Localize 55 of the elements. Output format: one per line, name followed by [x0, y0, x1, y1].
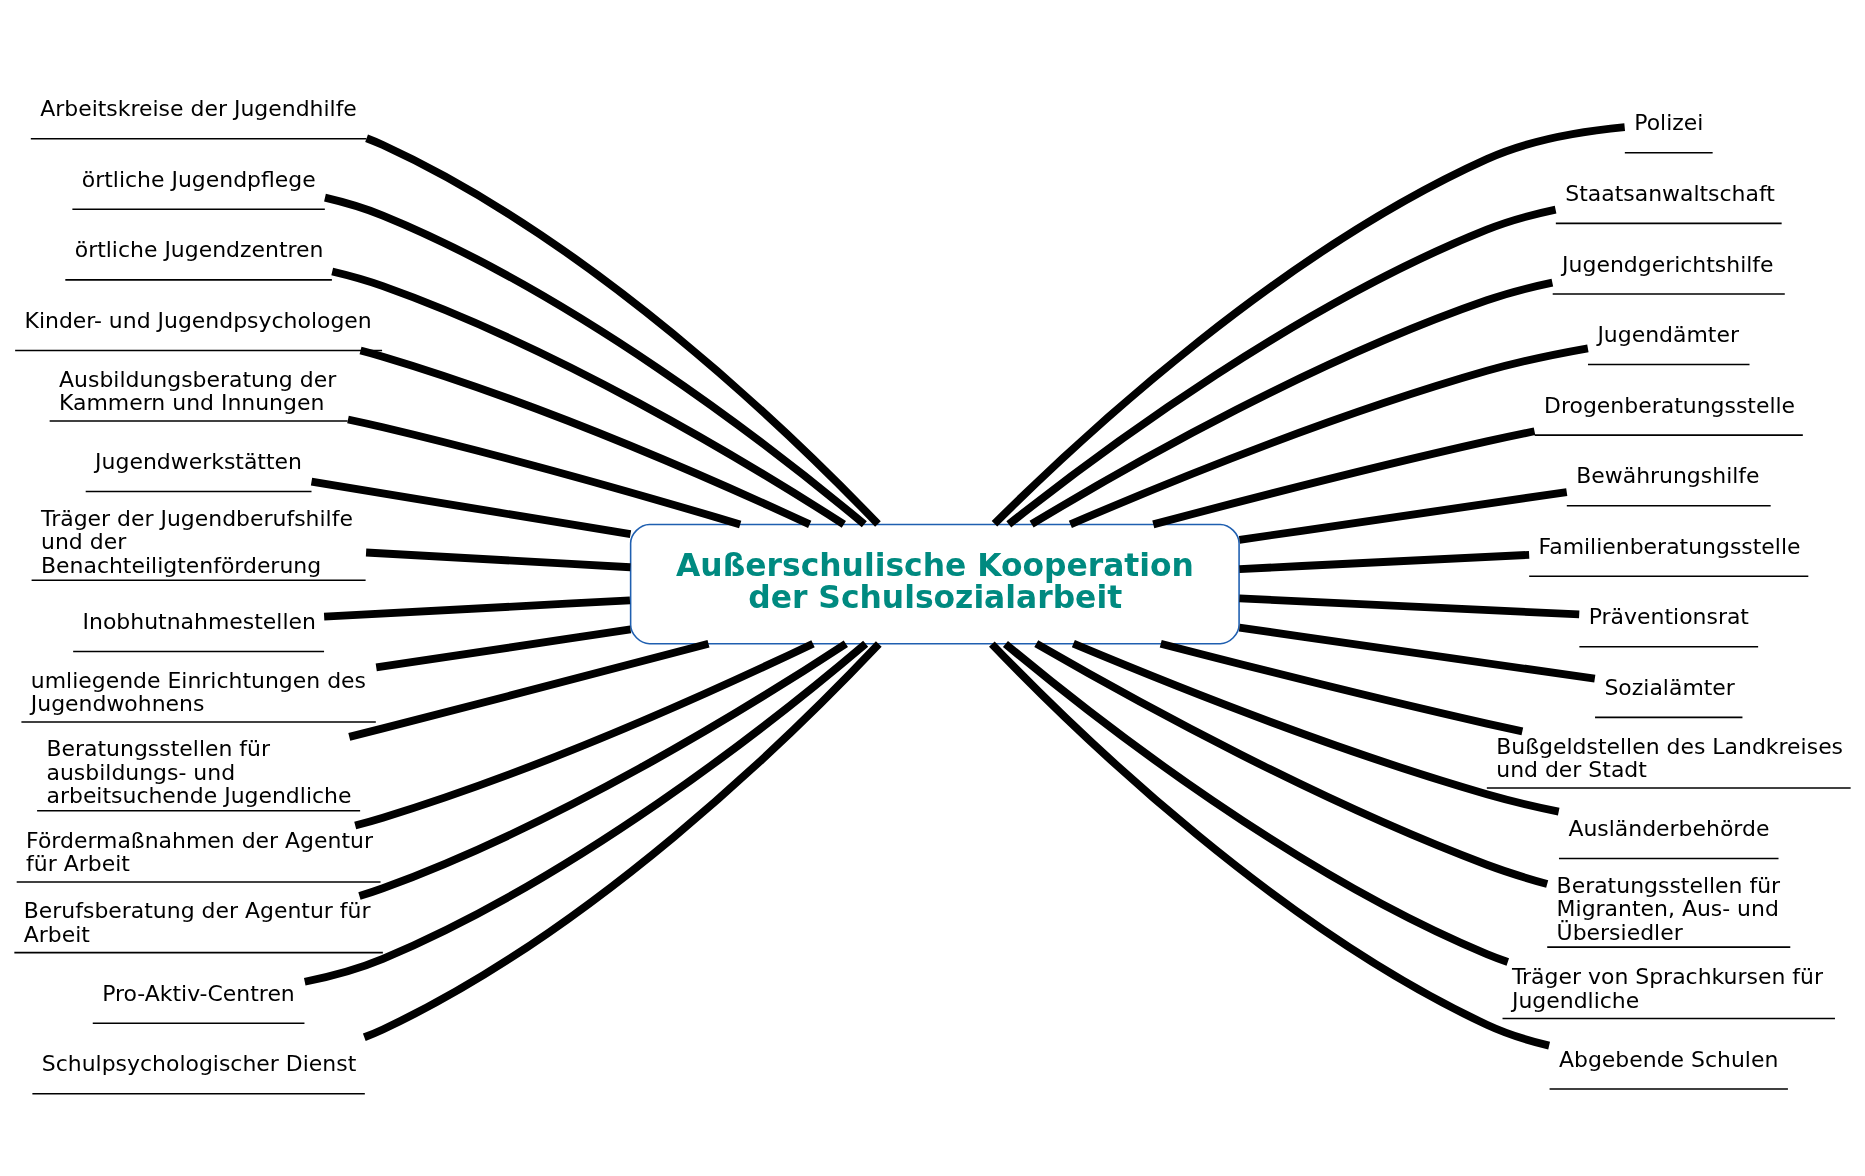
- node-text: örtliche Jugendpflege: [81, 166, 316, 192]
- connector: [1159, 639, 1524, 736]
- connector: [1002, 640, 1510, 966]
- node-text: Jugendämter: [1597, 322, 1739, 348]
- connector: [303, 640, 869, 986]
- connector: [1029, 278, 1554, 528]
- connector: [354, 640, 815, 830]
- node-text: Fördermaßnahmen der Agentur für Arbeit: [26, 827, 373, 877]
- node-text: Ausländerbehörde: [1568, 816, 1770, 842]
- connector: [1238, 623, 1596, 683]
- node-text: Sozialämter: [1604, 674, 1735, 700]
- node-text: Pro-Aktiv-Centren: [102, 980, 295, 1006]
- node-text: umliegende Einrichtungen des Jugendwohnens: [30, 667, 366, 717]
- node-text: Arbeitskreise der Jugendhilfe: [40, 96, 357, 122]
- node-text: Polizei: [1634, 110, 1704, 136]
- node-box: Außerschulische Kooperation der Schulsozialarbeit: [629, 523, 1240, 645]
- connector: [1238, 488, 1568, 544]
- connector: [1034, 640, 1549, 888]
- connector: [324, 193, 867, 528]
- node-text: Schulpsychologischer Dienst: [41, 1051, 357, 1077]
- node-text: Abgebende Schulen: [1558, 1046, 1779, 1072]
- connector: [375, 625, 632, 672]
- node-text: Jugendgerichtshilfe: [1562, 251, 1774, 277]
- connector: [362, 641, 882, 1041]
- connector: [358, 640, 848, 900]
- node-text: Träger der Jugendberufshilfe und der Benachteiligtenförderung: [41, 505, 353, 578]
- connector: [1068, 344, 1589, 528]
- node-text: Ausbildungsberatung der Kammern und Innungen: [59, 366, 337, 416]
- connector: [348, 639, 710, 741]
- connector: [1006, 205, 1557, 528]
- connector: [989, 641, 1551, 1050]
- connector: [331, 267, 846, 528]
- connector: [359, 346, 812, 528]
- node-text: Staatsanwaltschaft: [1565, 180, 1775, 206]
- connector: [1071, 640, 1560, 816]
- node-text: örtliche Jugendzentren: [74, 237, 324, 263]
- connector: [365, 134, 881, 527]
- node-text: Beratungsstellen für ausbildungs- und arbeitsuchende Jugendliche: [46, 736, 352, 809]
- connector: [1152, 427, 1536, 529]
- connector: [365, 548, 631, 572]
- connector: [310, 477, 632, 539]
- node-text: Kinder- und Jugendpsychologen: [24, 308, 372, 333]
- node-text: Berufsberatung der Agentur für Arbeit: [23, 898, 371, 947]
- node-text: Träger von Sprachkursen für Jugendliche: [1511, 964, 1823, 1013]
- node-text: Jugendwerkstätten: [95, 449, 302, 475]
- node-text: Beratungsstellen für Migranten, Aus- und Übersiedler: [1556, 872, 1781, 945]
- connector: [323, 596, 631, 621]
- connector: [347, 415, 742, 529]
- node-text: Drogenberatungsstelle: [1544, 392, 1796, 418]
- node-text: Bewährungshilfe: [1576, 463, 1760, 489]
- node-text: Inobhutnahmestellen: [82, 609, 316, 635]
- connector: [991, 123, 1626, 527]
- node-text: Präventionsrat: [1588, 604, 1749, 630]
- node-text: Familienberatungsstelle: [1538, 533, 1801, 559]
- node-text: Bußgeldstellen des Landkreises und der Stadt: [1496, 733, 1844, 783]
